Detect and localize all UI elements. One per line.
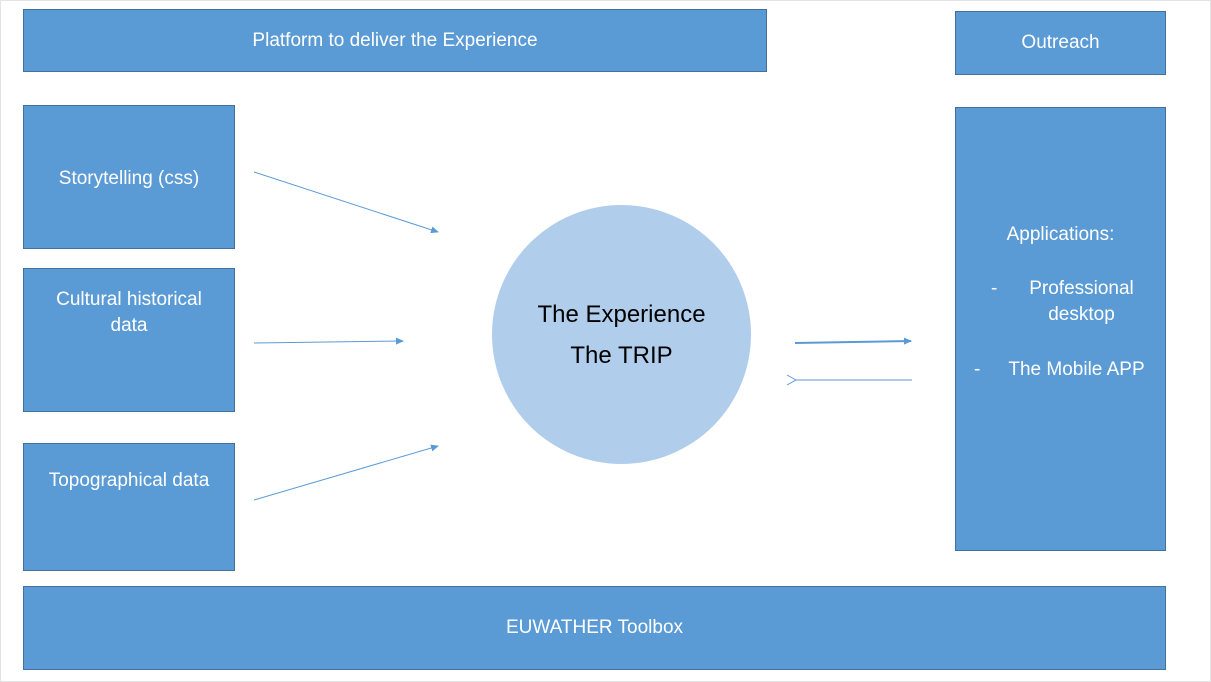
- application-item-mobile: - The Mobile APP: [956, 357, 1165, 383]
- experience-circle: The Experience The TRIP: [492, 205, 751, 464]
- topographical-box: Topographical data: [23, 443, 235, 571]
- application-item-desktop: - Professional desktop: [956, 276, 1165, 328]
- storytelling-label: Storytelling (css): [58, 168, 200, 189]
- outreach-label: Outreach: [1021, 32, 1100, 53]
- outreach-box: Outreach: [955, 11, 1166, 75]
- experience-line2: The TRIP: [570, 341, 673, 369]
- cultural-historical-label: Cultural historical data: [24, 287, 234, 339]
- cultural-label-line1: Cultural historical: [56, 289, 202, 310]
- list-dash: -: [974, 359, 981, 380]
- toolbox-label: EUWATHER Toolbox: [505, 617, 684, 638]
- platform-box: Platform to deliver the Experience: [23, 9, 767, 72]
- topographical-label: Topographical data: [48, 470, 210, 491]
- applications-title: Applications:: [1006, 224, 1115, 245]
- application-item-line1: Professional: [1029, 278, 1134, 299]
- list-dash: -: [991, 278, 998, 299]
- platform-label: Platform to deliver the Experience: [252, 29, 538, 51]
- cultural-label-line2: data: [110, 315, 148, 336]
- application-item-label: Professional desktop: [1016, 276, 1147, 328]
- toolbox-box: EUWATHER Toolbox: [23, 586, 1166, 670]
- experience-line1: The Experience: [537, 300, 706, 328]
- application-item-line2: desktop: [1048, 304, 1115, 325]
- application-item-label: The Mobile APP: [1008, 359, 1145, 380]
- applications-box: Applications: - Professional desktop - T…: [955, 107, 1166, 551]
- storytelling-box: Storytelling (css): [23, 105, 235, 249]
- cultural-historical-box: Cultural historical data: [23, 268, 235, 412]
